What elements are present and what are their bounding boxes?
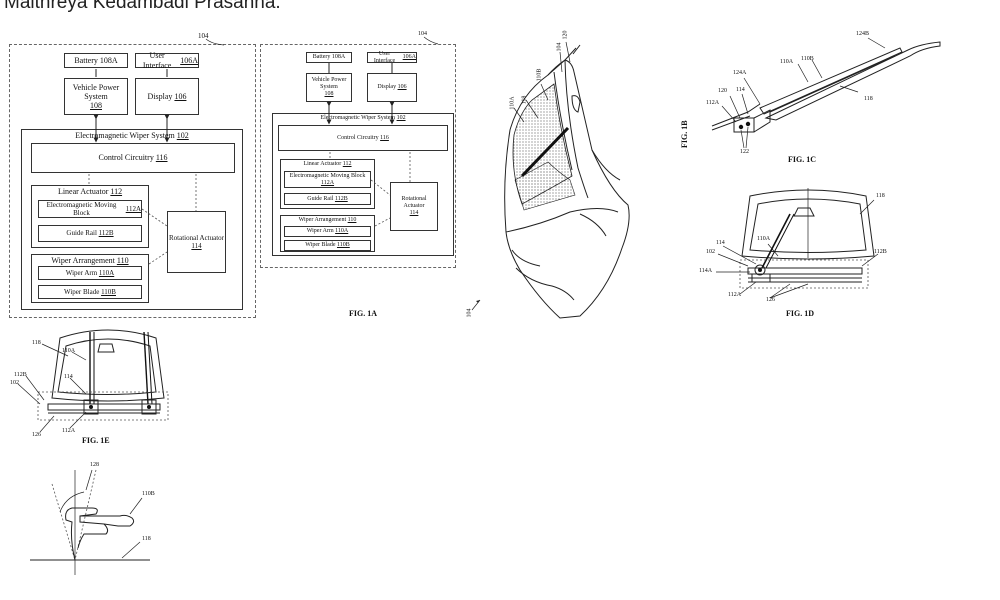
ref-label: 118 bbox=[142, 536, 151, 542]
ref-label: 128 bbox=[90, 462, 99, 468]
ref-label: 110B bbox=[142, 491, 155, 497]
